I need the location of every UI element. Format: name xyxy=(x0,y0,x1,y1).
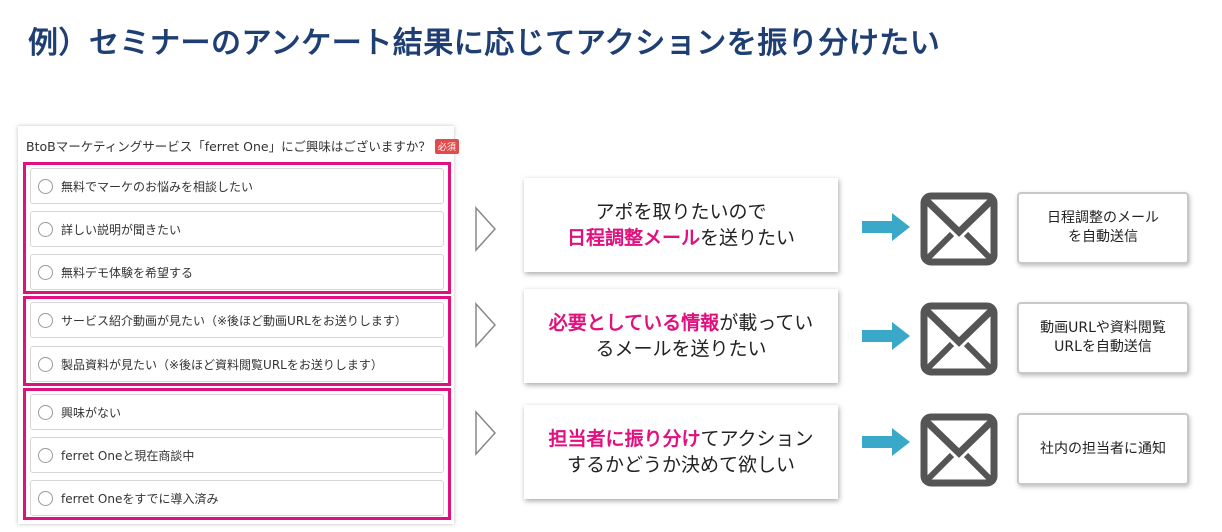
survey-option[interactable]: 無料でマーケのお悩みを相談したい xyxy=(30,168,444,204)
page-title: 例）セミナーのアンケート結果に応じてアクションを振り分けたい xyxy=(28,26,941,61)
action-text: を送りたい xyxy=(700,227,796,249)
action-line: 担当者に振り分けてアクション xyxy=(548,426,813,452)
arrow-right-icon xyxy=(862,428,910,456)
action-text: てアクション xyxy=(700,428,814,450)
radio-button[interactable] xyxy=(38,264,53,280)
result-line: URLを自動送信 xyxy=(1054,339,1152,355)
option-label: 詳しい説明が聞きたい xyxy=(61,222,182,237)
action-text: が載ってい xyxy=(719,312,814,334)
survey-option[interactable]: 興味がない xyxy=(30,394,444,430)
envelope-icon xyxy=(920,302,998,376)
question-text: BtoBマーケティングサービス「ferret One」にご興味はございますか？ xyxy=(26,139,431,154)
option-group-assign: 興味がない ferret Oneと現在商談中 ferret Oneをすでに導入済… xyxy=(23,388,451,520)
result-line: 社内の担当者に通知 xyxy=(1040,440,1166,457)
arrow-right-icon xyxy=(862,322,910,350)
option-label: ferret Oneと現在商談中 xyxy=(61,448,195,463)
action-line: 必要としている情報が載ってい xyxy=(549,310,814,336)
chevron-right-icon xyxy=(475,206,497,252)
option-label: 興味がない xyxy=(61,405,122,420)
envelope-icon xyxy=(920,413,998,487)
survey-option[interactable]: 製品資料が見たい（※後ほど資料閲覧URLをお送りします） xyxy=(30,346,444,382)
option-label: ferret Oneをすでに導入済み xyxy=(61,491,219,506)
option-label: 無料デモ体験を希望する xyxy=(61,265,194,280)
result-line: を自動送信 xyxy=(1068,229,1138,245)
action-highlight: 担当者に振り分け xyxy=(548,428,701,450)
arrow-right-icon xyxy=(862,213,910,241)
action-box-appointment: アポを取りたいので 日程調整メールを送りたい xyxy=(524,178,838,272)
action-box-information: 必要としている情報が載ってい るメールを送りたい xyxy=(524,289,838,383)
radio-button[interactable] xyxy=(38,356,53,372)
action-highlight: 日程調整メール xyxy=(566,227,700,249)
radio-button[interactable] xyxy=(38,178,53,194)
survey-form: BtoBマーケティングサービス「ferret One」にご興味はございますか？必… xyxy=(18,126,459,524)
action-line: するかどうか決めて欲しい xyxy=(566,454,795,476)
envelope-icon xyxy=(920,192,998,266)
radio-button[interactable] xyxy=(38,447,53,463)
survey-option[interactable]: ferret Oneをすでに導入済み xyxy=(30,480,444,516)
option-group-information: サービス紹介動画が見たい（※後ほど動画URLをお送りします） 製品資料が見たい（… xyxy=(23,296,451,386)
action-highlight: 必要としている情報 xyxy=(548,312,720,334)
survey-question: BtoBマーケティングサービス「ferret One」にご興味はございますか？必… xyxy=(26,136,459,155)
action-line: アポを取りたいので xyxy=(595,201,767,223)
result-line: 動画URLや資料閲覧 xyxy=(1040,320,1166,336)
action-line: るメールを送りたい xyxy=(595,338,767,360)
required-badge: 必須 xyxy=(434,139,459,154)
radio-button[interactable] xyxy=(38,404,53,420)
result-box-url-mail: 動画URLや資料閲覧 URLを自動送信 xyxy=(1017,302,1189,374)
survey-option[interactable]: ferret Oneと現在商談中 xyxy=(30,437,444,473)
radio-button[interactable] xyxy=(38,490,53,506)
result-box-notify: 社内の担当者に通知 xyxy=(1017,413,1189,485)
option-label: 無料でマーケのお悩みを相談したい xyxy=(61,179,254,194)
chevron-right-icon xyxy=(475,410,497,456)
option-label: 製品資料が見たい（※後ほど資料閲覧URLをお送りします） xyxy=(61,357,383,372)
chevron-right-icon xyxy=(475,302,497,348)
result-line: 日程調整のメール xyxy=(1047,210,1159,226)
radio-button[interactable] xyxy=(38,221,53,237)
result-box-schedule-mail: 日程調整のメール を自動送信 xyxy=(1017,192,1189,264)
survey-option[interactable]: 詳しい説明が聞きたい xyxy=(30,211,444,247)
option-label: サービス紹介動画が見たい（※後ほど動画URLをお送りします） xyxy=(61,313,407,328)
survey-option[interactable]: 無料デモ体験を希望する xyxy=(30,254,444,290)
survey-option[interactable]: サービス紹介動画が見たい（※後ほど動画URLをお送りします） xyxy=(30,302,444,338)
action-box-assign: 担当者に振り分けてアクション するかどうか決めて欲しい xyxy=(524,405,838,499)
option-group-appointment: 無料でマーケのお悩みを相談したい 詳しい説明が聞きたい 無料デモ体験を希望する xyxy=(23,162,451,294)
action-line: 日程調整メールを送りたい xyxy=(567,225,795,251)
radio-button[interactable] xyxy=(38,312,53,328)
